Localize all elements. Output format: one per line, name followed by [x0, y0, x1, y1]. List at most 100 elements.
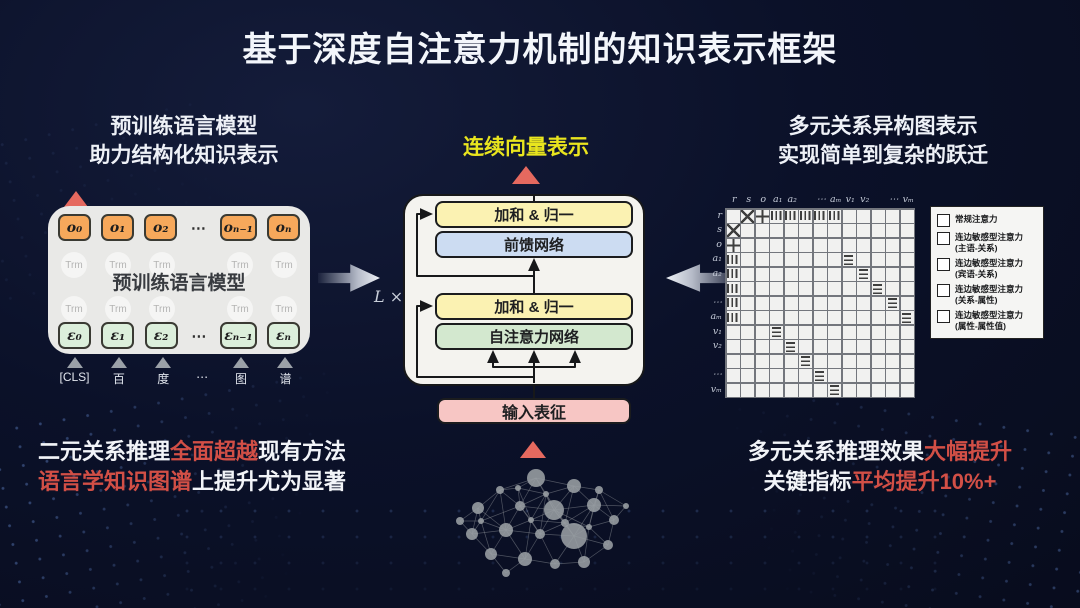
- matrix-cell: [799, 267, 812, 281]
- legend-label-line: (关系-属性): [955, 294, 998, 305]
- connector-line: [533, 385, 535, 398]
- matrix-cell: [886, 209, 899, 223]
- matrix-cell: [871, 253, 885, 266]
- graph-node: [543, 491, 549, 497]
- knowledge-graph-illustration: [456, 469, 629, 577]
- matrix-cell: [842, 369, 856, 382]
- matrix-cell: [726, 267, 740, 281]
- highlighted-text: 大幅提升: [924, 439, 1013, 464]
- matrix-cell: [813, 282, 827, 295]
- graph-node: [515, 485, 521, 491]
- graph-node: [485, 548, 497, 560]
- matrix-cell: [842, 224, 856, 237]
- matrix-cell: [842, 253, 856, 266]
- matrix-row-label: aₘ: [710, 311, 723, 322]
- transformer-node: Trm: [227, 296, 253, 322]
- add-norm-block: 加和 & 归一: [435, 293, 633, 320]
- matrix-cell: [755, 340, 769, 353]
- matrix-cell: [755, 354, 769, 368]
- matrix-cell: [813, 354, 827, 368]
- ellipsis-label: ⋯: [191, 327, 207, 345]
- self-attention-block: 自注意力网络: [435, 323, 633, 350]
- matrix-col-label: a₁: [773, 194, 783, 205]
- matrix-cell: [871, 209, 885, 223]
- graph-node: [499, 523, 513, 537]
- matrix-col-label: aₘ: [830, 194, 842, 205]
- legend-label-line: 连边敏感型注意力: [955, 284, 1024, 294]
- matrix-cell: [828, 209, 841, 223]
- matrix-row-label: v₂: [712, 340, 722, 351]
- token: ⋯: [191, 357, 213, 387]
- matrix-cell: [857, 267, 870, 281]
- graph-node: [567, 479, 581, 493]
- matrix-cell: [842, 267, 856, 281]
- matrix-cell: [770, 311, 783, 324]
- matrix-cell: [871, 325, 885, 339]
- matrix-cell: [784, 296, 798, 310]
- matrix-cell: [886, 267, 899, 281]
- legend-item: 连边敏感型注意力(关系-属性): [937, 284, 1037, 305]
- matrix-cell: [886, 311, 899, 324]
- matrix-cell: [813, 296, 827, 310]
- matrix-cell: [900, 238, 914, 252]
- note-line: 二元关系推理全面超越现有方法: [20, 437, 364, 467]
- matrix-grid: [725, 208, 915, 398]
- legend-label-line: 连边敏感型注意力: [955, 310, 1024, 320]
- matrix-col-label: ⋯: [889, 194, 899, 205]
- matrix-cell: [857, 340, 870, 353]
- highlighted-text: 全面超越: [169, 439, 258, 464]
- highlighted-text: 语言学知识图谱: [37, 469, 192, 494]
- continuous-vector-label: 连续向量表示: [463, 136, 589, 159]
- matrix-cell: [857, 253, 870, 266]
- up-triangle-icon: [64, 191, 88, 207]
- right-heading-line2: 实现简单到复杂的跃迁: [778, 144, 988, 167]
- matrix-cell: [857, 369, 870, 382]
- matrix-row-label: s: [717, 224, 722, 235]
- token-label: 百: [112, 372, 125, 386]
- matrix-cell: [871, 238, 885, 252]
- legend-label: 常规注意力: [955, 214, 998, 225]
- graph-node: [595, 486, 603, 494]
- matrix-cell: [741, 354, 754, 368]
- legend-label-line: 连边敏感型注意力: [955, 258, 1024, 268]
- matrix-cell: [799, 340, 812, 353]
- matrix-cell: [799, 209, 812, 223]
- matrix-cell: [770, 267, 783, 281]
- matrix-cell: [770, 340, 783, 353]
- matrix-cell: [900, 209, 914, 223]
- matrix-row-label: ⋯: [712, 369, 723, 380]
- matrix-cell: [828, 282, 841, 295]
- graph-node: [515, 501, 525, 511]
- matrix-cell: [799, 311, 812, 324]
- graph-node: [496, 486, 504, 494]
- matrix-cell: [900, 311, 914, 324]
- matrix-cell: [784, 282, 798, 295]
- matrix-cell: [784, 267, 798, 281]
- matrix-cell: [828, 340, 841, 353]
- graph-node: [623, 503, 629, 509]
- output-box: o₂: [144, 214, 178, 241]
- transformer-flow-lines: [416, 196, 581, 383]
- matrix-cell: [828, 383, 841, 397]
- matrix-col-label: v₁: [845, 194, 855, 205]
- matrix-cell: [828, 354, 841, 368]
- up-triangle-icon: [512, 166, 540, 184]
- matrix-cell: [842, 383, 856, 397]
- note-text: 上提升尤为显著: [192, 469, 347, 494]
- matrix-cell: [741, 224, 754, 237]
- note-line: 关键指标平均提升10%+: [710, 467, 1050, 497]
- graph-node: [535, 529, 545, 539]
- matrix-cell: [886, 325, 899, 339]
- matrix-cell: [770, 282, 783, 295]
- matrix-cell: [741, 383, 754, 397]
- matrix-cell: [784, 253, 798, 266]
- matrix-cell: [770, 224, 783, 237]
- matrix-cell: [900, 354, 914, 368]
- legend-item: 连边敏感型注意力(属性-属性值): [937, 310, 1037, 331]
- matrix-cell: [755, 383, 769, 397]
- legend-label-line: 常规注意力: [955, 214, 998, 224]
